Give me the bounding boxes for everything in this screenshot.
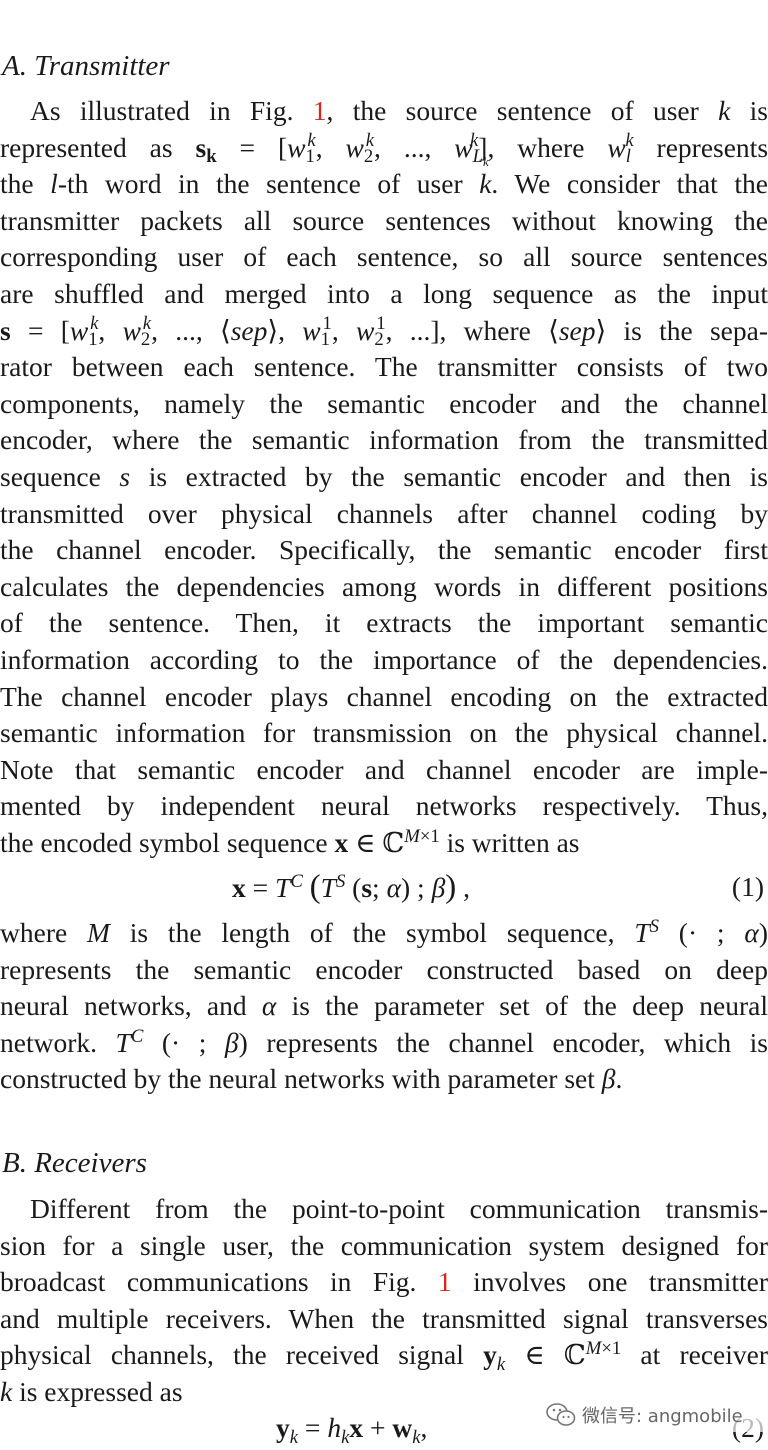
watermark-text: 微信号: angmobile: [582, 1406, 743, 1427]
text-line: As illustrated in Fig. 1, the source sen…: [30, 95, 768, 126]
text-line: constructed by the neural networks with …: [0, 1063, 623, 1095]
text-line: s = [w1k, w2k, ..., ⟨sep⟩, w11, w21, ...…: [0, 313, 768, 350]
text-line: transmitter packets all source sentences…: [0, 204, 768, 236]
section-b-title: Receivers: [34, 1147, 147, 1179]
text-line: mented by independent neural networks re…: [0, 790, 768, 822]
text-line: transmitted over physical channels after…: [0, 497, 768, 529]
text-line: represents the semantic encoder construc…: [0, 953, 768, 985]
equation-2-body: yk = hkx + wk,: [276, 1412, 428, 1448]
text-line: where M is the length of the symbol sequ…: [0, 915, 768, 948]
wechat-watermark: 微信号: angmobile: [546, 1398, 768, 1432]
equation-1: x = TC (TS (s; α) ; β) , (1): [0, 867, 768, 907]
text-line: the l-th word in the sentence of user k.…: [0, 168, 768, 200]
text-line: broadcast communications in Fig. 1 invol…: [0, 1266, 768, 1298]
text-line: components, namely the semantic encoder …: [0, 387, 768, 419]
figure-link[interactable]: 1: [312, 95, 327, 126]
text-line: physical channels, the received signal y…: [0, 1338, 768, 1374]
text-line: semantic information for transmission on…: [0, 717, 768, 749]
text-line: k is expressed as: [0, 1375, 183, 1407]
receivers-paragraph: Different from the point-to-point commun…: [0, 1191, 768, 1411]
equation-1-number: (1): [731, 871, 764, 902]
text-line: and multiple receivers. When the transmi…: [0, 1302, 768, 1334]
text-line: encoder, where the semantic information …: [0, 424, 768, 456]
text-line: network. TC (· ; β) represents the chann…: [0, 1025, 768, 1058]
text-line: represented as sk = [w1k, w2k, ..., wLkk…: [0, 130, 768, 167]
text-line: are shuffled and merged into a long sequ…: [0, 277, 768, 309]
text-line: The channel encoder plays channel encodi…: [0, 680, 768, 712]
text-line: information according to the importance …: [0, 643, 768, 675]
section-a-title: Transmitter: [34, 50, 170, 82]
wechat-icon: [546, 1402, 576, 1428]
section-b-heading: B. Receivers: [2, 1145, 147, 1181]
text-line: sequence s is extracted by the semantic …: [0, 460, 768, 492]
section-a-number: A.: [2, 50, 27, 82]
section-a-heading: A. Transmitter: [2, 48, 170, 84]
transmitter-paragraph: As illustrated in Fig. 1, the source sen…: [0, 93, 768, 861]
text-line: the encoded symbol sequence x ∈ ℂM×1 is …: [0, 825, 580, 858]
text-line: neural networks, and α is the parameter …: [0, 990, 768, 1022]
text-line: sion for a single user, the communicatio…: [0, 1229, 768, 1261]
text-line: Note that semantic encoder and channel e…: [0, 753, 768, 785]
figure-link[interactable]: 1: [437, 1266, 452, 1298]
text-line: rator between each sentence. The transmi…: [0, 351, 768, 383]
encoder-description-paragraph: where M is the length of the symbol sequ…: [0, 915, 768, 1098]
text-line: Different from the point-to-point commun…: [30, 1193, 768, 1224]
text-line: calculates the dependencies among words …: [0, 570, 768, 602]
text-line: of the sentence. Then, it extracts the i…: [0, 607, 768, 639]
text-line: corresponding user of each sentence, so …: [0, 241, 768, 273]
text-line: the channel encoder. Specifically, the s…: [0, 534, 768, 566]
section-b-number: B.: [2, 1147, 27, 1179]
equation-1-body: x = TC (TS (s; α) ; β) ,: [232, 869, 471, 905]
